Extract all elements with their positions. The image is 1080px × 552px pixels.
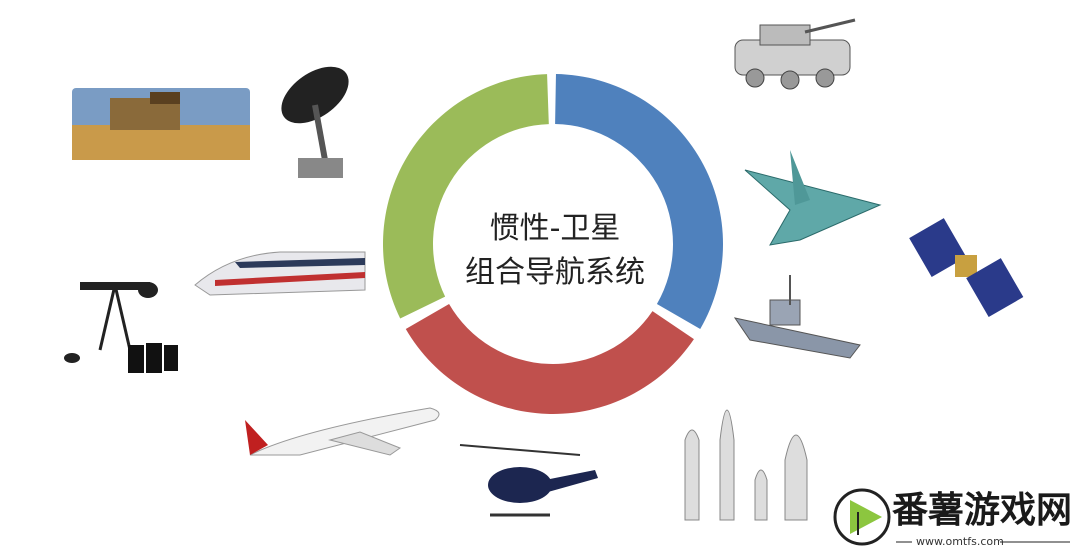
warship-image	[733, 275, 861, 359]
watermark-name: 番薯游戏网	[892, 490, 1073, 531]
helicopter-image	[459, 444, 598, 517]
center-title-line1: 惯性-卫星	[489, 211, 621, 246]
satellite-image	[909, 218, 1024, 318]
harvester-image	[72, 88, 250, 160]
tank-image	[734, 18, 856, 90]
high-speed-train-image	[194, 251, 366, 296]
donut-ring	[383, 74, 723, 414]
center-title-line2: 组合导航系统	[465, 255, 645, 290]
watermark-url: www.omtfs.com	[916, 535, 1004, 548]
airliner-image	[245, 407, 440, 456]
fighter-jet-image	[744, 150, 882, 246]
satellite-dish-image	[281, 66, 349, 178]
center-title: 惯性-卫星 组合导航系统	[440, 212, 670, 290]
missiles-image	[684, 409, 808, 521]
ring-segment	[383, 74, 549, 319]
watermark-logo	[833, 488, 1070, 546]
ring-segment	[555, 74, 723, 329]
ring-segment	[405, 304, 694, 414]
oil-well-image	[64, 282, 178, 373]
